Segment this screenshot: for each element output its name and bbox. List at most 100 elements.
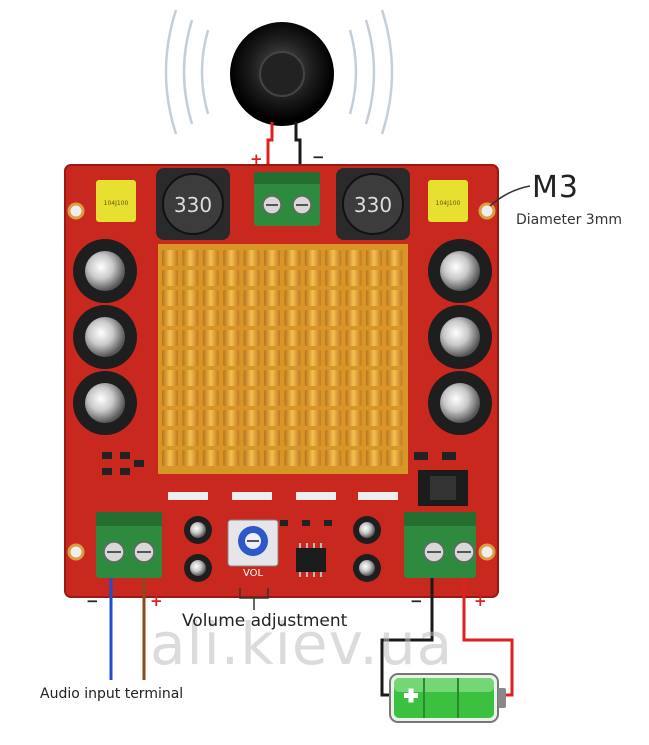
heatsink-fin bbox=[366, 410, 382, 426]
heatsink-fin bbox=[345, 270, 362, 286]
diameter-label: Diameter 3mm bbox=[516, 212, 622, 228]
heatsink-fin bbox=[366, 270, 382, 286]
heatsink-fin bbox=[223, 250, 240, 266]
heatsink-fin bbox=[386, 250, 403, 266]
heatsink bbox=[158, 244, 408, 474]
cap-mark-right: 104J100 bbox=[436, 200, 461, 207]
capacitor bbox=[353, 516, 381, 544]
input-minus-sign: − bbox=[86, 592, 99, 610]
heatsink-fin bbox=[162, 350, 178, 366]
heatsink-fin bbox=[264, 310, 280, 326]
inductor-label: 330 bbox=[174, 193, 212, 217]
inductor-left: 330 bbox=[156, 168, 230, 240]
heatsink-fin bbox=[345, 330, 362, 346]
heatsink-fin bbox=[304, 390, 321, 406]
capacitor bbox=[184, 554, 212, 582]
heatsink-fin bbox=[304, 310, 321, 326]
heatsink-fin bbox=[366, 390, 382, 406]
heatsink-fin bbox=[264, 350, 280, 366]
heatsink-fin bbox=[202, 310, 219, 326]
audio-input-wires bbox=[109, 578, 146, 680]
heatsink-fin bbox=[182, 330, 199, 346]
heatsink-fin bbox=[182, 370, 199, 386]
heatsink-fin bbox=[284, 270, 301, 286]
heatsink-fin bbox=[304, 370, 321, 386]
heatsink-fin bbox=[162, 330, 178, 346]
heatsink-fin bbox=[264, 330, 280, 346]
diode bbox=[418, 470, 468, 506]
heatsink-fin bbox=[243, 410, 260, 426]
heatsink-fin bbox=[345, 310, 362, 326]
heatsink-fin bbox=[325, 330, 342, 346]
speaker-plus-sign: + bbox=[250, 150, 263, 168]
pot-label: VOL bbox=[243, 568, 264, 579]
heatsink-fin bbox=[366, 250, 382, 266]
heatsink-fin bbox=[304, 250, 321, 266]
heatsink-fin bbox=[345, 370, 362, 386]
capacitor bbox=[184, 516, 212, 544]
heatsink-fin bbox=[202, 290, 219, 306]
battery-icon bbox=[389, 673, 506, 723]
heatsink-fin bbox=[182, 450, 199, 466]
heatsink-fin bbox=[243, 430, 260, 446]
heatsink-fin bbox=[243, 450, 260, 466]
power-plus-sign: + bbox=[474, 592, 487, 610]
heatsink-fin bbox=[202, 350, 219, 366]
heatsink-fin bbox=[182, 350, 199, 366]
heatsink-fin bbox=[386, 430, 403, 446]
heatsink-fin bbox=[223, 310, 240, 326]
heatsink-fin bbox=[264, 290, 280, 306]
output-terminal bbox=[254, 172, 320, 226]
heatsink-fin bbox=[162, 370, 178, 386]
capacitor bbox=[428, 371, 492, 435]
heatsink-fin bbox=[223, 390, 240, 406]
heatsink-fin bbox=[264, 450, 280, 466]
cap-mark-left: 104J100 bbox=[104, 200, 129, 207]
power-terminal bbox=[404, 512, 476, 578]
heatsink-fin bbox=[366, 450, 382, 466]
heatsink-fin bbox=[304, 410, 321, 426]
smd-components bbox=[102, 452, 456, 526]
heatsink-fin bbox=[264, 270, 280, 286]
heatsink-fin bbox=[223, 370, 240, 386]
heatsink-fin bbox=[304, 430, 321, 446]
heatsink-fin bbox=[284, 430, 301, 446]
heatsink-fin bbox=[182, 290, 199, 306]
heatsink-fin bbox=[386, 410, 403, 426]
heatsink-fin bbox=[304, 450, 321, 466]
heatsink-fin bbox=[162, 430, 178, 446]
heatsink-fin bbox=[366, 310, 382, 326]
heatsink-fin bbox=[284, 450, 301, 466]
speaker-icon bbox=[164, 9, 394, 135]
heatsink-fin bbox=[325, 270, 342, 286]
heatsink-fin bbox=[202, 330, 219, 346]
heatsink-fin bbox=[386, 290, 403, 306]
heatsink-fin bbox=[325, 310, 342, 326]
heatsink-fin bbox=[202, 390, 219, 406]
volume-adjustment-label: Volume adjustment bbox=[182, 611, 348, 631]
heatsink-fin bbox=[366, 290, 382, 306]
heatsink-fin bbox=[243, 370, 260, 386]
heatsink-fin bbox=[243, 350, 260, 366]
heatsink-fin bbox=[182, 410, 199, 426]
heatsink-fin bbox=[325, 250, 342, 266]
heatsink-fin bbox=[304, 290, 321, 306]
input-plus-sign: + bbox=[150, 592, 163, 610]
heatsink-fin bbox=[325, 450, 342, 466]
heatsink-fin bbox=[223, 430, 240, 446]
speaker-minus-sign: − bbox=[312, 148, 325, 166]
heatsink-fin bbox=[223, 350, 240, 366]
volume-potentiometer[interactable]: VOL bbox=[227, 519, 279, 579]
capacitor bbox=[428, 305, 492, 369]
heatsink-fin bbox=[386, 270, 403, 286]
heatsink-fin bbox=[304, 330, 321, 346]
inductor-right: 330 bbox=[336, 168, 410, 240]
heatsink-fin bbox=[386, 370, 403, 386]
heatsink-fin bbox=[223, 450, 240, 466]
heatsink-fin bbox=[264, 430, 280, 446]
heatsink-fin bbox=[223, 270, 240, 286]
volume-bracket bbox=[239, 588, 269, 610]
capacitor bbox=[428, 239, 492, 303]
power-minus-sign: − bbox=[410, 592, 423, 610]
